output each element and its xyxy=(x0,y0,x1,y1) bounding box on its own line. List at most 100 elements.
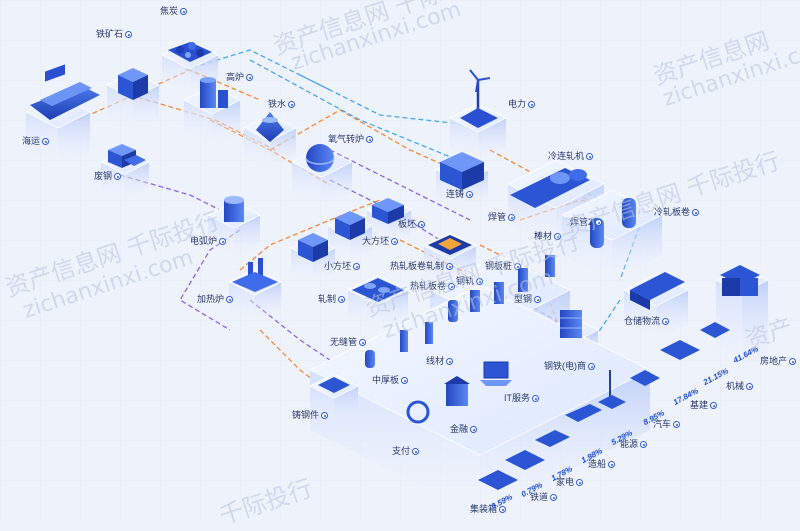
node-label-gangtieshang[interactable]: 钢铁(电)商 xyxy=(544,362,595,371)
node-label-dianhulu[interactable]: 电弧炉 xyxy=(190,236,227,246)
node-label-zhonghouban[interactable]: 中厚板 xyxy=(372,376,409,385)
platform-side xyxy=(58,112,90,166)
plus-circle-icon[interactable] xyxy=(576,479,584,486)
node-label-hanguan2[interactable]: 焊管2 xyxy=(570,218,603,227)
plus-circle-icon[interactable] xyxy=(359,339,367,346)
plus-circle-icon[interactable] xyxy=(608,461,616,468)
node-label-zhifu[interactable]: 支付 xyxy=(392,446,420,456)
plus-circle-icon[interactable] xyxy=(42,138,50,145)
plus-circle-icon[interactable] xyxy=(246,74,254,81)
plus-circle-icon[interactable] xyxy=(219,238,227,245)
platform-side xyxy=(184,100,212,146)
node-label-hanguan[interactable]: 焊管 xyxy=(488,213,516,222)
node-label-it[interactable]: IT服务 xyxy=(504,394,539,403)
plus-circle-icon[interactable] xyxy=(710,402,718,409)
node-label-jiareilu[interactable]: 加热炉 xyxy=(197,295,234,304)
plus-circle-icon[interactable] xyxy=(534,296,542,303)
node-label-lianzhu[interactable]: 连铸 xyxy=(446,190,474,199)
node-label-jinrong[interactable]: 金融 xyxy=(450,424,478,434)
node-label-dianli[interactable]: 电力 xyxy=(508,99,536,109)
node-label-lengliangzha[interactable]: 冷连轧机 xyxy=(548,152,594,161)
node-label-text: 能源 xyxy=(620,439,639,449)
node-label-jijian[interactable]: 基建 xyxy=(690,401,718,410)
node-label-zhugangjian[interactable]: 铸钢件 xyxy=(292,411,329,420)
plus-circle-icon[interactable] xyxy=(226,296,234,303)
plus-circle-icon[interactable] xyxy=(288,101,296,108)
node-label-text: 电力 xyxy=(508,99,527,109)
plus-circle-icon[interactable] xyxy=(528,101,536,108)
car-icon xyxy=(630,370,660,386)
blast-furnace-icon xyxy=(200,77,228,108)
plus-circle-icon[interactable] xyxy=(470,426,478,433)
node-label-jiadian[interactable]: 家电 xyxy=(556,478,584,487)
node-label-qiche[interactable]: 汽车 xyxy=(653,420,681,429)
plus-circle-icon[interactable] xyxy=(789,358,797,365)
node-label-banpi[interactable]: 板坯 xyxy=(398,220,426,229)
node-label-wufengguan[interactable]: 无缝管 xyxy=(330,338,367,347)
plus-circle-icon[interactable] xyxy=(662,318,670,325)
plus-circle-icon[interactable] xyxy=(499,506,507,513)
node-label-jixie[interactable]: 机械 xyxy=(726,382,754,391)
node-label-xiaofangpi[interactable]: 小方坯 xyxy=(324,262,361,271)
plus-circle-icon[interactable] xyxy=(586,153,594,160)
node-label-cangchu[interactable]: 仓储物流 xyxy=(624,317,670,326)
plus-circle-icon[interactable] xyxy=(321,412,329,419)
node-label-rezhabanjuanzha[interactable]: 热轧板卷轧制 xyxy=(390,262,454,271)
node-label-tiedao[interactable]: 铁道 xyxy=(530,493,558,502)
node-label-nengyuan[interactable]: 能源 xyxy=(620,439,648,449)
plus-circle-icon[interactable] xyxy=(514,263,522,270)
platform-side xyxy=(656,290,688,340)
node-label-jiaotan[interactable]: 焦炭 xyxy=(160,7,188,16)
plus-circle-icon[interactable] xyxy=(448,283,456,290)
plus-circle-icon[interactable] xyxy=(391,238,399,245)
node-label-jizhuangxiang[interactable]: 集装箱 xyxy=(470,505,507,514)
node-label-lengzhabanjuan[interactable]: 冷轧板卷 xyxy=(654,208,700,217)
plus-circle-icon[interactable] xyxy=(595,219,603,226)
laptop-icon xyxy=(480,361,512,386)
node-label-rezhabanjuan[interactable]: 热轧板卷 xyxy=(410,282,456,291)
industry-chain-diagram xyxy=(0,0,800,519)
node-label-zhazhi[interactable]: 轧制 xyxy=(318,295,346,304)
node-label-text: 金融 xyxy=(450,424,469,434)
node-label-haiyun[interactable]: 海运 xyxy=(22,137,50,146)
plus-circle-icon[interactable] xyxy=(446,263,454,270)
platform-side xyxy=(234,215,260,258)
plus-circle-icon[interactable] xyxy=(125,31,133,38)
node-label-xinggang[interactable]: 型钢 xyxy=(514,295,542,304)
plus-circle-icon[interactable] xyxy=(180,8,188,15)
node-label-text: 支付 xyxy=(392,446,411,456)
plus-circle-icon[interactable] xyxy=(508,214,516,221)
node-label-dafangpi[interactable]: 大方坯 xyxy=(362,237,399,246)
plus-circle-icon[interactable] xyxy=(554,233,562,240)
plus-circle-icon[interactable] xyxy=(446,358,454,365)
plus-circle-icon[interactable] xyxy=(476,278,484,285)
node-label-bangcai[interactable]: 棒材 xyxy=(534,232,562,241)
plus-circle-icon[interactable] xyxy=(366,136,374,143)
plus-circle-icon[interactable] xyxy=(588,363,595,370)
node-label-text: 电弧炉 xyxy=(190,236,218,246)
plus-circle-icon[interactable] xyxy=(412,448,420,455)
plus-circle-icon[interactable] xyxy=(466,191,474,198)
plus-circle-icon[interactable] xyxy=(692,209,700,216)
plus-circle-icon[interactable] xyxy=(114,173,122,180)
node-label-tieshui[interactable]: 铁水 xyxy=(268,100,296,109)
node-label-zaochuan[interactable]: 造船 xyxy=(588,460,616,469)
node-label-gangbanzhuang[interactable]: 钢板桩 xyxy=(485,262,522,271)
node-label-feigang[interactable]: 废钢 xyxy=(94,172,122,181)
node-label-fangdichan[interactable]: 房地产 xyxy=(760,357,797,366)
platform-side xyxy=(101,162,125,200)
plus-circle-icon[interactable] xyxy=(673,421,681,428)
node-label-gangui[interactable]: 钢轨 xyxy=(456,277,484,286)
plus-circle-icon[interactable] xyxy=(338,296,346,303)
node-label-tiekuangshi[interactable]: 铁矿石 xyxy=(96,30,133,39)
plus-circle-icon[interactable] xyxy=(353,263,361,270)
plus-circle-icon[interactable] xyxy=(401,377,409,384)
plus-circle-icon[interactable] xyxy=(640,441,648,448)
node-label-gaolu[interactable]: 高炉 xyxy=(226,73,254,82)
plus-circle-icon[interactable] xyxy=(418,221,426,228)
node-label-xiancai[interactable]: 线材 xyxy=(426,357,454,366)
plus-circle-icon[interactable] xyxy=(532,395,539,402)
plus-circle-icon[interactable] xyxy=(746,383,754,390)
node-label-yangqi[interactable]: 氧气转炉 xyxy=(328,135,374,144)
plus-circle-icon[interactable] xyxy=(550,494,558,501)
